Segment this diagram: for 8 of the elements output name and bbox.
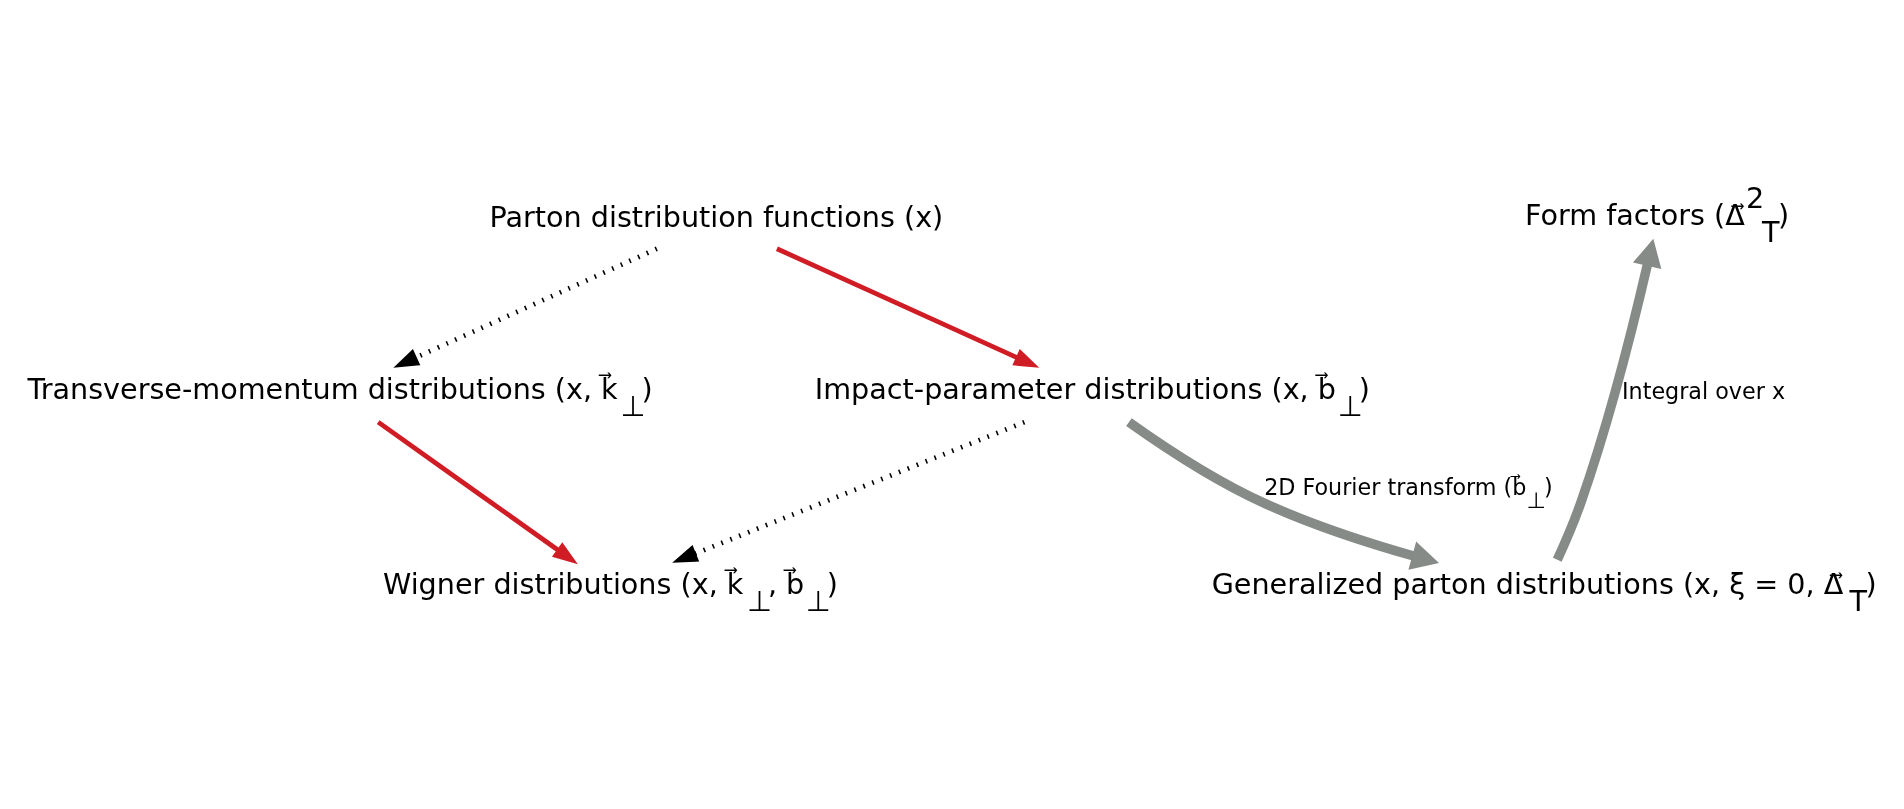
arrow <box>1126 418 1440 570</box>
arrow <box>376 420 578 565</box>
arrow <box>775 246 1040 368</box>
arrow <box>1552 238 1662 562</box>
edge-label: Integral over x <box>1622 378 1786 405</box>
node-text: Parton distribution functions (x) <box>489 199 944 234</box>
arrow <box>672 419 1026 563</box>
arrow <box>393 246 658 368</box>
